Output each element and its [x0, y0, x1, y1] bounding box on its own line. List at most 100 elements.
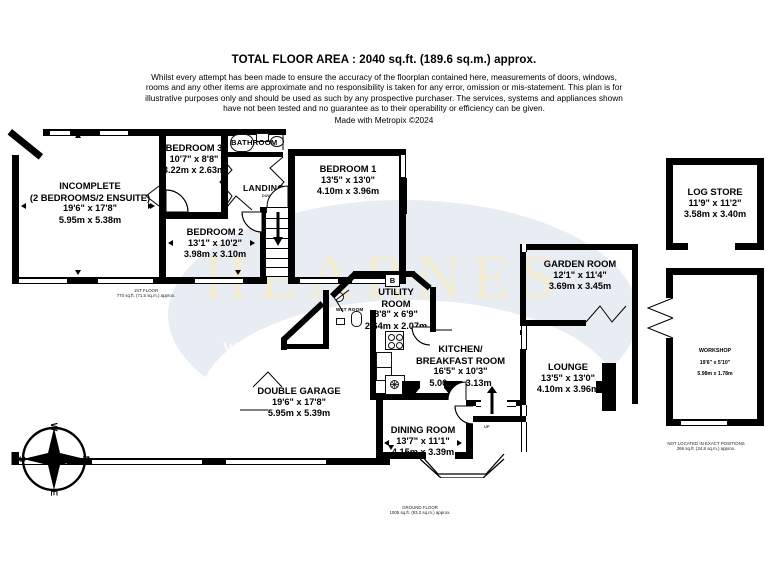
wall-kitchen-left-lower	[370, 348, 376, 400]
wall-landing-right	[288, 207, 295, 279]
room-metric-garage: 5.95m x 5.39m	[267, 408, 331, 418]
wall-incomplete-right	[159, 129, 166, 284]
wall-utility-left	[370, 310, 376, 348]
window-incomplete-top-right	[100, 130, 128, 136]
wall-bath-top	[228, 129, 286, 135]
wall-gardenroom-bottom	[526, 320, 586, 326]
window-bed1-bottom-right	[352, 278, 392, 284]
wall-incomplete-left	[12, 155, 19, 284]
wall-bed2-right	[260, 212, 267, 284]
wall-dining-bottom-left	[376, 452, 426, 459]
boiler-marker: B	[385, 274, 400, 287]
window-garage-bottom-right	[226, 459, 326, 465]
room-imperial-lounge: 13'5" x 13'0"	[541, 372, 595, 383]
room-name-garden: GARDEN ROOM	[543, 258, 617, 269]
room-name-workshop: WORKSHOP	[698, 348, 732, 354]
wall-bed2-left	[159, 212, 166, 284]
wall-workshop-left-upper	[666, 268, 673, 298]
ground-floor-caption-name: GROUND FLOOR	[402, 505, 438, 510]
window-incomplete-bottom-left	[19, 278, 67, 284]
room-label-utility: UTILITY ROOM 8'8" x 6'9" 2.64m x 2.07m	[352, 286, 440, 332]
room-name2-utility: ROOM	[381, 297, 411, 309]
boiler-label: B	[389, 276, 396, 285]
room-name-wetroom: WET ROOM	[336, 307, 364, 312]
wall-dining-right	[466, 400, 473, 458]
wetroom-wc	[351, 311, 362, 327]
stairs-up-arrow-ground	[487, 386, 497, 414]
room-name-bedroom3: BEDROOM 3	[165, 142, 223, 153]
wall-gardenroom-right	[632, 244, 638, 404]
wall-gardenroom-left	[520, 250, 526, 326]
room-imperial-bedroom3: 10'7" x 8'8"	[169, 153, 219, 164]
wall-workshop-right	[757, 268, 764, 426]
dim-arrow-incomplete-left	[21, 203, 26, 209]
window-garage-bottom-mid	[92, 459, 202, 465]
room-imperial-incomplete: 19'6" x 17'8"	[63, 203, 117, 213]
wall-landing-left	[260, 207, 267, 213]
ground-floor-caption: GROUND FLOOR 1005 sq.ft. (93.2 sq.m.) ap…	[365, 505, 475, 516]
room-imperial-logstore: 11'9" x 11'2"	[688, 197, 742, 208]
outbuildings-caption: NOT LOCATED IN EXACT POSITIONS 266 sq.ft…	[650, 441, 762, 452]
dim-arrow-bed2-right	[250, 240, 255, 246]
room-metric-bedroom3: 3.22m x 2.63m	[162, 165, 226, 175]
wall-garage-bottom-pier2	[202, 458, 226, 465]
room-label-bedroom3: BEDROOM 3 10'7" x 8'8" 3.22m x 2.63m	[155, 142, 233, 177]
bath-wc	[270, 136, 284, 147]
wall-bed1-right-pier	[399, 178, 407, 214]
wall-kitchen-right	[430, 327, 436, 332]
room-name2-kitchen: BREAKFAST ROOM	[415, 354, 506, 366]
window-workshop-bottom	[681, 420, 727, 426]
wall-incomplete-bottom-pier	[67, 277, 98, 284]
room-metric-utility: 2.64m x 2.07m	[364, 320, 428, 331]
room-label-garage: DOUBLE GARAGE 19'6" x 17'8" 5.95m x 5.39…	[240, 385, 358, 420]
first-floor-caption: 1ST FLOOR 770 sq.ft. (71.5 sq.m.) approx…	[96, 288, 196, 299]
kitchen-fireplace	[402, 381, 462, 399]
workshop-double-door-arc	[646, 297, 674, 339]
room-name-lounge: LOUNGE	[547, 361, 589, 372]
stairs-down-arrow-first	[273, 212, 283, 246]
first-floor-caption-area: 770 sq.ft. (71.5 sq.m.) approx.	[116, 293, 176, 299]
room-metric-incomplete: 5.95m x 5.38m	[58, 214, 122, 225]
room-name-bedroom2: BEDROOM 2	[186, 226, 244, 237]
dim-arrow-bed3-right	[150, 203, 155, 209]
room-label-dining: DINING ROOM 13'7" x 11'1" 4.15m x 3.39m	[378, 424, 468, 459]
wall-utility-right	[430, 287, 436, 327]
room-label-garden: GARDEN ROOM 12'1" x 11'4" 3.69m x 3.45m	[530, 258, 630, 293]
kitchen-sink-unit	[376, 352, 392, 368]
dim-arrow-kitchen-up	[377, 396, 383, 401]
wall-bed1-top	[288, 149, 406, 156]
room-label-lounge: LOUNGE 13'5" x 13'0" 4.10m x 3.96m	[518, 361, 618, 396]
kitchen-hob-ring-3	[388, 342, 395, 349]
kitchen-washer-drum	[390, 380, 399, 389]
room-label-workshop: WORKSHOP 19'6" x 5'10" 5.98m x 1.78m	[666, 346, 764, 381]
compass-n: N	[81, 456, 91, 463]
room-name-garage: DOUBLE GARAGE	[257, 385, 341, 396]
wall-logstore-top	[666, 158, 764, 165]
wall-logstore-right	[757, 158, 764, 250]
wall-bed1-left	[288, 149, 295, 207]
wall-utility-top	[353, 271, 415, 277]
disclaimer-text: Whilst every attempt has been made to en…	[145, 72, 623, 114]
wall-bed1-right	[399, 149, 406, 284]
dim-arrow-dining-right	[457, 440, 462, 446]
wall-lounge-left-lower	[520, 349, 526, 422]
dim-arrow-dining-left	[384, 440, 389, 446]
wall-workshop-top	[666, 268, 764, 275]
kitchen-hob-ring-1	[388, 334, 395, 341]
wall-dining-left	[376, 400, 383, 458]
wall-logstore-left	[666, 158, 673, 250]
room-imperial-bedroom1: 13'5" x 13'0"	[321, 174, 375, 185]
wall-logstore-bottom-right	[735, 243, 764, 250]
room-name-landing: LANDING	[243, 183, 285, 193]
room-name-bedroom1: BEDROOM 1	[319, 163, 377, 174]
kitchen-hob-ring-4	[396, 342, 403, 349]
room-metric-lounge: 4.10m x 3.96m	[536, 384, 600, 394]
wall-gardenroom-top	[520, 244, 638, 250]
wall-kitchen-bottom	[376, 393, 464, 400]
room-label-bedroom1: BEDROOM 1 13'5" x 13'0" 4.10m x 3.96m	[302, 163, 394, 198]
dim-arrow-bed2-left	[168, 240, 173, 246]
first-floor-caption-name: 1ST FLOOR	[133, 288, 159, 293]
dim-arrow-dining-down	[388, 445, 394, 450]
window-lounge-left-lower	[521, 422, 527, 452]
